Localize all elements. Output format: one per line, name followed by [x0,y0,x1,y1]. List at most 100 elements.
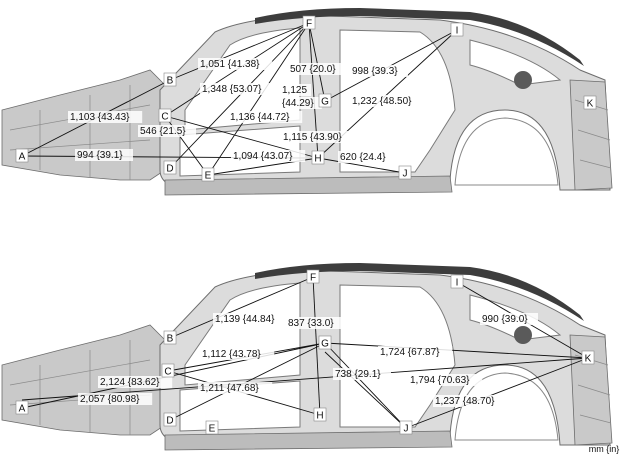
diagram-1: 1,051 {41.38} 1,348 {53.07} 1,103 {43.43} 5… [15,15,597,182]
point-marker [318,93,332,108]
dimension-label: 620 {24.4} [340,152,386,163]
point-marker [302,15,316,30]
dimension-label-bg [98,376,173,388]
dimension-label-bg [288,63,346,75]
point-label-h: H [316,411,323,422]
point-marker [583,95,597,110]
dimension-label-bg [75,149,133,161]
dimension-label: 1,237 {48.70} [435,396,495,407]
point-label-e: E [205,171,212,182]
point-label-e: E [209,424,216,435]
point-label-k: K [587,99,594,110]
dimension-label: 738 {29.1} [335,369,381,380]
dimension-label-bg [480,313,538,325]
dimension-label: 1,348 {53.07} [202,84,262,95]
dimension-label: 1,125 [282,85,307,96]
point-marker [163,330,177,345]
dimension-label-bg [231,150,306,162]
measurement-line [324,342,589,359]
measurement-line [169,276,314,339]
dimension-label: 1,232 {48.50} [352,96,412,107]
dimension-label-bg [286,317,344,329]
dimension-label: 507 {20.0} [290,64,336,75]
point-marker [398,165,412,180]
dimension-label: 1,211 {47.68} [200,383,259,394]
measurement-line [312,276,321,416]
point-label-j: J [404,424,409,435]
measurement-line [169,22,310,81]
dimension-label: 1,112 {43.78} [202,349,261,360]
point-marker [205,420,219,435]
point-label-i: I [456,278,459,289]
point-label-f: F [310,273,316,284]
point-marker [158,108,172,123]
dimension-label: 1,094 {43.07} [233,151,293,162]
point-marker [399,420,413,435]
point-label-c: C [161,112,168,123]
measurement-line [308,22,326,102]
point-marker [313,407,327,422]
dimension-label-bg [433,395,508,407]
dimension-label: 1,724 {67.87} [380,347,440,358]
measurement-line [169,342,326,421]
point-marker [15,400,29,415]
dimension-label: 994 {39.1} [77,150,123,161]
dimension-label: 1,139 {44.84} [215,314,275,325]
measurement-line [405,357,589,429]
dimension-label-bg [350,65,408,77]
point-label-c: C [164,367,171,378]
point-marker [161,363,175,378]
point-marker [201,167,215,182]
dimension-label-bg [198,58,273,70]
point-label-b: B [167,334,174,345]
dimension-label-bg [378,346,453,358]
diagram-2: 1,139 {44.84} 837 {33.0} 1,112 {43.78} 990 … [15,269,595,435]
dimension-label-bg [68,111,143,123]
dimension-label-bg [200,348,275,360]
point-label-g: G [321,97,329,108]
dimension-label-bg [350,95,425,107]
measurement-line [324,342,407,429]
dimension-label-bg [198,382,273,394]
point-label-d: D [166,416,173,427]
point-label-h: H [314,154,321,165]
point-marker [15,148,29,163]
point-marker [581,350,595,365]
dimension-label-bg [281,131,356,143]
point-label-a: A [19,404,26,415]
dimension-label-bg [280,97,322,109]
dimension-label: 1,115 {43.90} [283,132,342,143]
dimension-label-bg [213,313,288,325]
point-label-b: B [167,76,174,87]
point-marker [163,72,177,87]
dimension-label-bg [78,393,153,405]
point-label-k: K [585,354,592,365]
point-marker [450,274,464,289]
point-marker [318,335,332,350]
dimension-label: 1,103 {43.43} [70,112,130,123]
dimension-label: 2,057 {80.98} [80,394,140,405]
dimension-label: 837 {33.0} [288,318,334,329]
car-body-bottom [1,262,613,451]
point-label-a: A [19,152,26,163]
dimension-label: 998 {39.3} [352,66,398,77]
point-label-j: J [403,169,408,180]
point-marker [163,412,177,427]
point-label-f: F [306,19,312,30]
point-label-i: I [456,26,459,37]
dimension-label-bg [408,374,483,386]
dimension-label: 990 {39.0} [482,314,528,325]
point-marker [311,150,325,165]
dimension-label-bg [200,83,275,95]
dimension-label-bg [280,84,311,96]
unit-label: mm {in} [589,444,620,454]
dimension-label: {44.29} [282,98,314,109]
measurement-line [324,351,407,429]
dimension-label: 1,051 {41.38} [200,59,260,70]
point-marker [450,22,464,37]
point-marker [306,269,320,284]
dimension-label-bg [333,368,391,380]
measurement-line [207,22,310,176]
dimension-label-bg [338,151,396,163]
